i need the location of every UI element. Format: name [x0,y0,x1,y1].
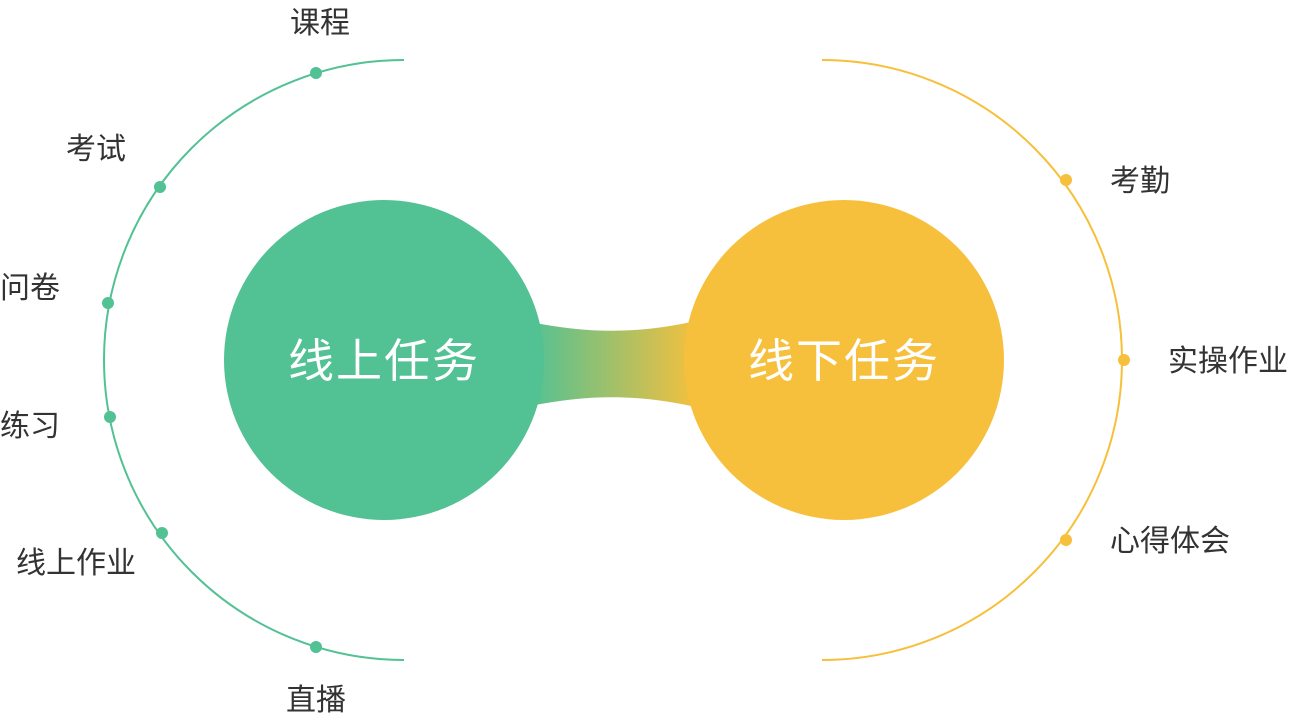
online-item-practice[interactable]: 练习 [0,409,116,444]
online-item-survey[interactable]: 问卷 [0,271,114,309]
offline-hub-title: 线下任务 [748,334,940,388]
offline-item-marker [1060,534,1072,546]
offline-item-marker [1118,354,1130,366]
online-item-label: 考试 [66,132,126,167]
offline-item-practical[interactable]: 实操作业 [1118,344,1288,379]
online-item-marker [310,641,322,653]
online-item-marker [310,67,322,79]
offline-item-label: 心得体会 [1110,524,1230,559]
online-item-marker [156,527,168,539]
offline-item-label: 实操作业 [1168,344,1288,379]
online-item-label: 问卷 [0,271,60,306]
offline-item-label: 考勤 [1110,164,1170,199]
online-item-course[interactable]: 课程 [290,6,350,79]
online-arc [103,59,405,661]
online-item-label: 练习 [0,409,60,444]
online-item-homework[interactable]: 线上作业 [16,527,168,581]
online-item-marker [102,297,114,309]
online-item-marker [104,411,116,423]
online-item-exam[interactable]: 考试 [66,132,166,193]
online-hub-title: 线上任务 [288,334,480,388]
hub-connector [530,320,700,408]
online-item-label: 线上作业 [16,546,136,581]
online-item-live[interactable]: 直播 [286,641,346,718]
offline-hub [684,200,1004,520]
online-item-marker [154,181,166,193]
online-item-label: 课程 [290,6,350,41]
online-hub [224,200,544,520]
offline-item-attendance[interactable]: 考勤 [1060,164,1170,199]
offline-item-reflection[interactable]: 心得体会 [1060,524,1230,559]
offline-item-marker [1060,174,1072,186]
online-item-label: 直播 [286,683,346,718]
